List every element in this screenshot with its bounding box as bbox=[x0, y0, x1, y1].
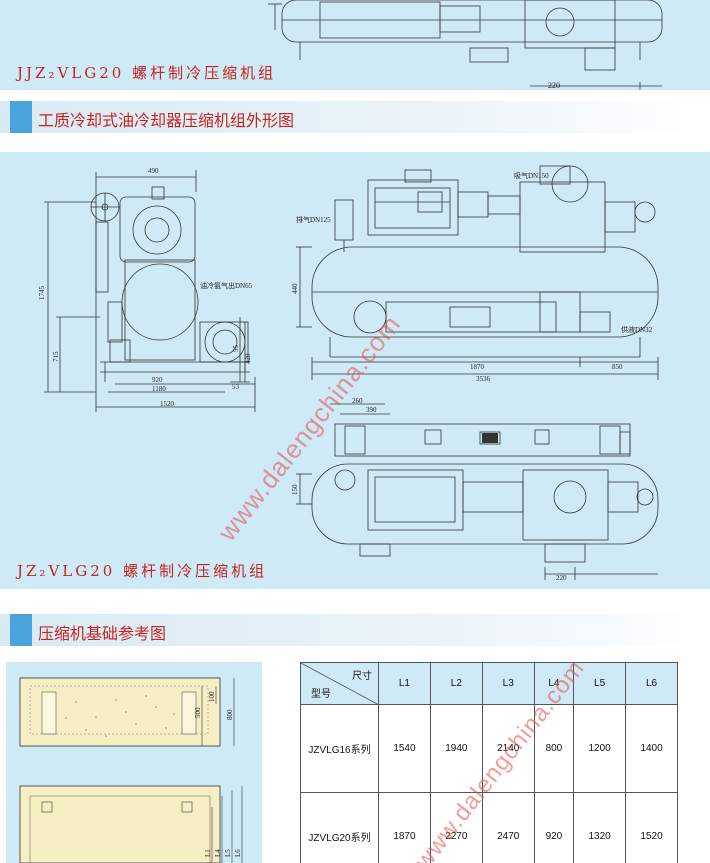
foundation-dim-l5: L5 bbox=[224, 849, 232, 857]
label-liquid-supply: 供液DN32 bbox=[621, 325, 653, 334]
foundation-panel: 500 100 800 L1 L4 L5 L6 bbox=[6, 662, 262, 863]
label-oil-cooling-outlet: 油冷氨气出DN65 bbox=[200, 281, 253, 290]
dim-220: 220 bbox=[556, 574, 567, 582]
dim-1520: 1520 bbox=[160, 400, 175, 408]
dim-150: 150 bbox=[291, 484, 299, 495]
dim-715: 715 bbox=[52, 351, 60, 362]
foundation-dim-100: 100 bbox=[208, 691, 216, 702]
table-cell: 920 bbox=[533, 792, 575, 863]
dim-850: 850 bbox=[612, 363, 623, 371]
main-drawing-panel: 490 1745 715 420 55 920 1180 53 1520 440… bbox=[0, 152, 710, 589]
unit-caption: JZ₂VLG20 螺杆制冷压缩机组 bbox=[17, 562, 268, 580]
header-model: 型号 bbox=[311, 689, 331, 700]
table-header-row: 尺寸 型号 L1 L2 L3 L4 L5 L6 bbox=[300, 662, 678, 705]
foundation-dim-500: 500 bbox=[194, 707, 202, 718]
dim-55: 55 bbox=[232, 345, 240, 353]
dim-1180: 1180 bbox=[152, 385, 166, 393]
foundation-dim-l1: L1 bbox=[204, 849, 212, 857]
table-cell: 1520 bbox=[625, 792, 678, 863]
table-cell: 1200 bbox=[573, 704, 627, 793]
table-cell: 1870 bbox=[378, 792, 431, 863]
dim-1745: 1745 bbox=[38, 286, 46, 301]
section-accent bbox=[10, 101, 32, 133]
diagonal-divider bbox=[301, 663, 379, 705]
header-size: 尺寸 bbox=[352, 671, 372, 682]
row-model: JZVLG20系列 bbox=[300, 792, 379, 863]
section-header-foundation: 压缩机基础参考图 bbox=[0, 614, 710, 646]
table-cell: 2470 bbox=[481, 792, 535, 863]
label-discharge: 排气DN125 bbox=[296, 215, 331, 224]
section-title: 工质冷却式油冷却器压缩机组外形图 bbox=[38, 111, 295, 130]
unit-outline-drawing: 490 1745 715 420 55 920 1180 53 1520 440… bbox=[38, 165, 659, 582]
dim-53: 53 bbox=[232, 383, 240, 391]
top-unit-drawing: 220 bbox=[268, 0, 663, 90]
column-header: L1 bbox=[378, 662, 431, 705]
label-suction: 吸气DN150 bbox=[514, 171, 549, 180]
dim-420: 420 bbox=[244, 353, 252, 364]
top-unit-caption: JJZ₂VLG20 螺杆制冷压缩机组 bbox=[17, 64, 277, 82]
top-dim-220: 220 bbox=[548, 81, 560, 90]
dim-440: 440 bbox=[291, 283, 299, 294]
section-accent bbox=[10, 614, 32, 646]
column-header: L6 bbox=[625, 662, 678, 705]
dim-260: 260 bbox=[352, 397, 363, 405]
column-header: L3 bbox=[481, 662, 535, 705]
table-row: JZVLG16系列 1540 1940 2140 800 1200 1400 bbox=[300, 704, 678, 793]
column-header: L5 bbox=[573, 662, 627, 705]
row-model: JZVLG16系列 bbox=[300, 704, 379, 793]
table-corner-cell: 尺寸 型号 bbox=[300, 662, 379, 705]
section-header-unit-outline: 工质冷却式油冷却器压缩机组外形图 bbox=[0, 101, 710, 133]
foundation-dim-800: 800 bbox=[226, 709, 234, 720]
table-cell: 2140 bbox=[481, 704, 535, 793]
top-drawing-panel: 220 JJZ₂VLG20 螺杆制冷压缩机组 bbox=[0, 0, 710, 90]
table-row: JZVLG20系列 1870 2270 2470 920 1320 1520 bbox=[300, 792, 678, 863]
section-title: 压缩机基础参考图 bbox=[38, 624, 167, 643]
table-cell: 1320 bbox=[573, 792, 627, 863]
foundation-dim-l4: L4 bbox=[214, 849, 222, 857]
table-cell: 2270 bbox=[429, 792, 483, 863]
table-cell: 1400 bbox=[625, 704, 678, 793]
column-header: L2 bbox=[429, 662, 483, 705]
dim-490: 490 bbox=[148, 167, 159, 175]
dim-390: 390 bbox=[366, 406, 377, 414]
column-header: L4 bbox=[533, 662, 575, 705]
foundation-dimension-table: 尺寸 型号 L1 L2 L3 L4 L5 L6 JZVLG16系列 1540 1… bbox=[300, 662, 678, 863]
foundation-dim-l6: L6 bbox=[234, 849, 242, 857]
dim-3536: 3536 bbox=[476, 375, 491, 383]
dim-920: 920 bbox=[152, 376, 163, 384]
dim-1870: 1870 bbox=[470, 363, 485, 371]
foundation-drawing: 500 100 800 L1 L4 L5 L6 bbox=[19, 677, 243, 863]
table-cell: 1540 bbox=[378, 704, 431, 793]
